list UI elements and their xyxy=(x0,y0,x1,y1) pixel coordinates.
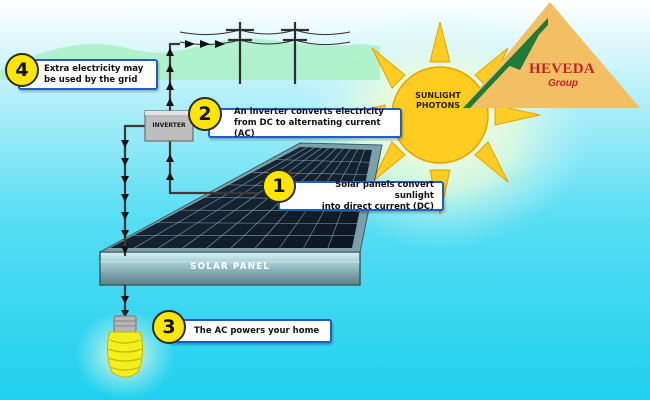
step-2-text-line: An inverter converts electricity xyxy=(234,106,384,117)
panel-cell-line xyxy=(157,222,358,224)
sun-label-line: PHOTONS xyxy=(415,101,461,110)
flow-arrows xyxy=(121,48,174,318)
step-2-text-line: from DC to alternating current (AC) xyxy=(234,117,381,139)
step-4-text-line: Extra electricity may xyxy=(44,63,144,74)
step-2-callout: An inverter converts electricity from DC… xyxy=(208,106,402,139)
brand-subtitle: Group xyxy=(548,78,578,89)
step-1-text-line: into direct current (DC) xyxy=(321,201,434,212)
step-4-callout: Extra electricity may be used by the gri… xyxy=(18,59,158,90)
inverter-label: INVERTER xyxy=(152,122,186,129)
power-pole-icon xyxy=(179,22,351,84)
step-3-callout: The AC powers your home xyxy=(168,319,332,343)
brand-name: HEVEDA xyxy=(529,61,595,77)
step-3-text-line: The AC powers your home xyxy=(194,325,320,336)
step-1-badge: 1 xyxy=(262,169,296,203)
solar-panel-icon xyxy=(99,142,383,286)
step-1-callout: Solar panels convert sunlight into direc… xyxy=(278,179,444,212)
panel-cell-line xyxy=(276,159,370,163)
step-4-badge: 4 xyxy=(5,53,39,87)
step-2-badge: 2 xyxy=(188,97,222,131)
solar-panel-label: SOLAR PANEL xyxy=(189,262,271,272)
panel-cell-line xyxy=(181,209,360,212)
step-4-text-line: be used by the grid xyxy=(44,74,138,85)
sun-label: SUNLIGHT PHOTONS xyxy=(400,91,476,111)
sun-label-line: SUNLIGHT xyxy=(415,91,461,100)
heveda-logo xyxy=(463,2,640,108)
step-1-text-line: Solar panels convert sunlight xyxy=(335,179,434,201)
grid-arrows xyxy=(185,40,225,48)
inverter-box-icon xyxy=(144,110,194,142)
step-3-badge: 3 xyxy=(152,310,186,344)
light-bulb-icon xyxy=(75,310,175,400)
